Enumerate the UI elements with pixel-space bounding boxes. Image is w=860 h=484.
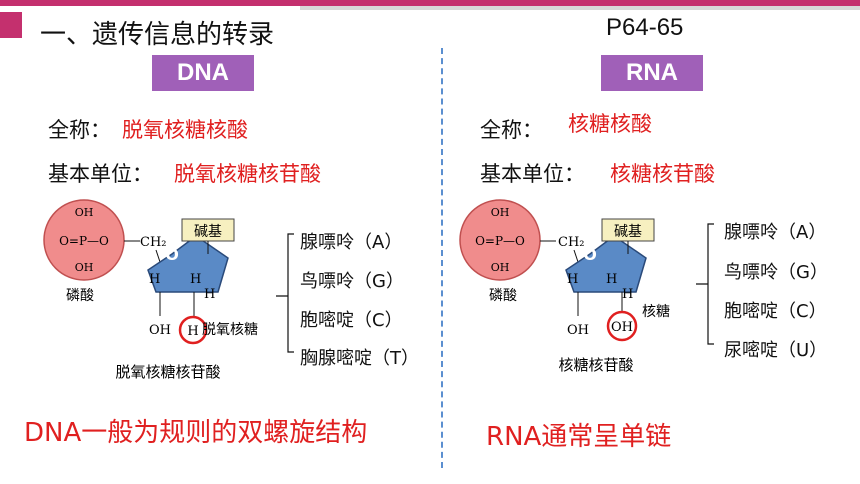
rna-h-3: H <box>622 287 633 302</box>
dna-unit-label: 基本单位： <box>48 162 153 186</box>
dna-ch2-bond <box>155 249 161 263</box>
rna-diagram-caption: 核糖核苷酸 <box>558 356 633 374</box>
rna-ch2-bond <box>573 249 579 263</box>
rna-oh-label: OH <box>567 323 589 338</box>
dna-phosphate-label: 磷酸 <box>66 288 94 304</box>
dna-badge: DNA <box>152 55 254 91</box>
rna-bases-bracket <box>696 223 714 345</box>
rna-h-1: H <box>567 272 578 287</box>
rna-base-cytosine: 胞嘧啶（C） <box>724 301 827 322</box>
dna-h-2: H <box>190 272 201 287</box>
rna-phosphate-circle <box>459 199 541 281</box>
rna-sugar-label: 核糖 <box>642 304 670 320</box>
dna-phosphate-oh-bottom: OH <box>75 261 94 274</box>
top-accent-bar <box>0 0 860 6</box>
dna-h-1: H <box>149 272 160 287</box>
dna-oh-label: OH <box>149 323 171 338</box>
dna-structure-note: DNA一般为规则的双螺旋结构 <box>24 418 368 448</box>
dna-unit: 脱氧核糖核苷酸 <box>174 162 321 186</box>
dna-phosphate-circle <box>43 199 125 281</box>
rna-h-2: H <box>606 272 617 287</box>
rna-base-guanine: 鸟嘌呤（G） <box>724 262 828 283</box>
rna-structure-note: RNA通常呈单链 <box>486 422 672 452</box>
rna-ring-o: O <box>583 245 597 264</box>
rna-badge: RNA <box>601 55 703 91</box>
rna-base-box-label: 碱基 <box>614 223 642 240</box>
rna-base-adenine: 腺嘌呤（A） <box>724 222 827 243</box>
page-reference: P64-65 <box>606 14 684 41</box>
title-accent-block <box>0 12 22 38</box>
dna-h-circled: H <box>187 324 198 339</box>
rna-unit-label: 基本单位： <box>480 162 585 186</box>
rna-phosphate-label: 磷酸 <box>489 288 517 304</box>
dna-base-guanine: 鸟嘌呤（G） <box>300 271 404 292</box>
dna-phosphate-oh-top: OH <box>75 206 94 219</box>
page-title: 一、遗传信息的转录 <box>40 20 275 50</box>
rna-oh-circled: OH <box>611 320 633 335</box>
dna-ring-o: O <box>165 245 179 264</box>
dna-h-3: H <box>204 287 215 302</box>
rna-full-name: 核糖核酸 <box>568 112 652 136</box>
dna-diagram-caption: 脱氧核糖核苷酸 <box>115 363 220 381</box>
dna-sugar-label: 脱氧核糖 <box>202 322 258 338</box>
rna-full-name-label: 全称： <box>480 118 543 142</box>
dna-full-name-label: 全称： <box>48 118 111 142</box>
rna-phosphate-oh-bottom: OH <box>491 261 510 274</box>
dna-base-box-label: 碱基 <box>194 223 222 240</box>
dna-base-adenine: 腺嘌呤（A） <box>300 232 403 253</box>
rna-ch2: CH₂ <box>558 235 585 250</box>
dna-base-thymine: 胸腺嘧啶（T） <box>300 348 419 369</box>
rna-phosphate-oh-top: OH <box>491 206 510 219</box>
rna-unit: 核糖核苷酸 <box>610 162 715 186</box>
dna-phosphate-opo: O=P—O <box>59 234 109 248</box>
dna-bases-bracket <box>276 233 294 353</box>
dna-full-name: 脱氧核糖核酸 <box>122 118 248 142</box>
top-gray-bar <box>300 6 860 10</box>
rna-phosphate-opo: O=P—O <box>475 234 525 248</box>
dna-h-highlight-circle <box>178 315 208 345</box>
column-divider <box>441 48 443 468</box>
rna-base-uracil: 尿嘧啶（U） <box>724 340 828 361</box>
dna-ch2: CH₂ <box>140 235 167 250</box>
rna-oh-highlight-circle <box>606 310 638 342</box>
dna-base-cytosine: 胞嘧啶（C） <box>300 310 403 331</box>
